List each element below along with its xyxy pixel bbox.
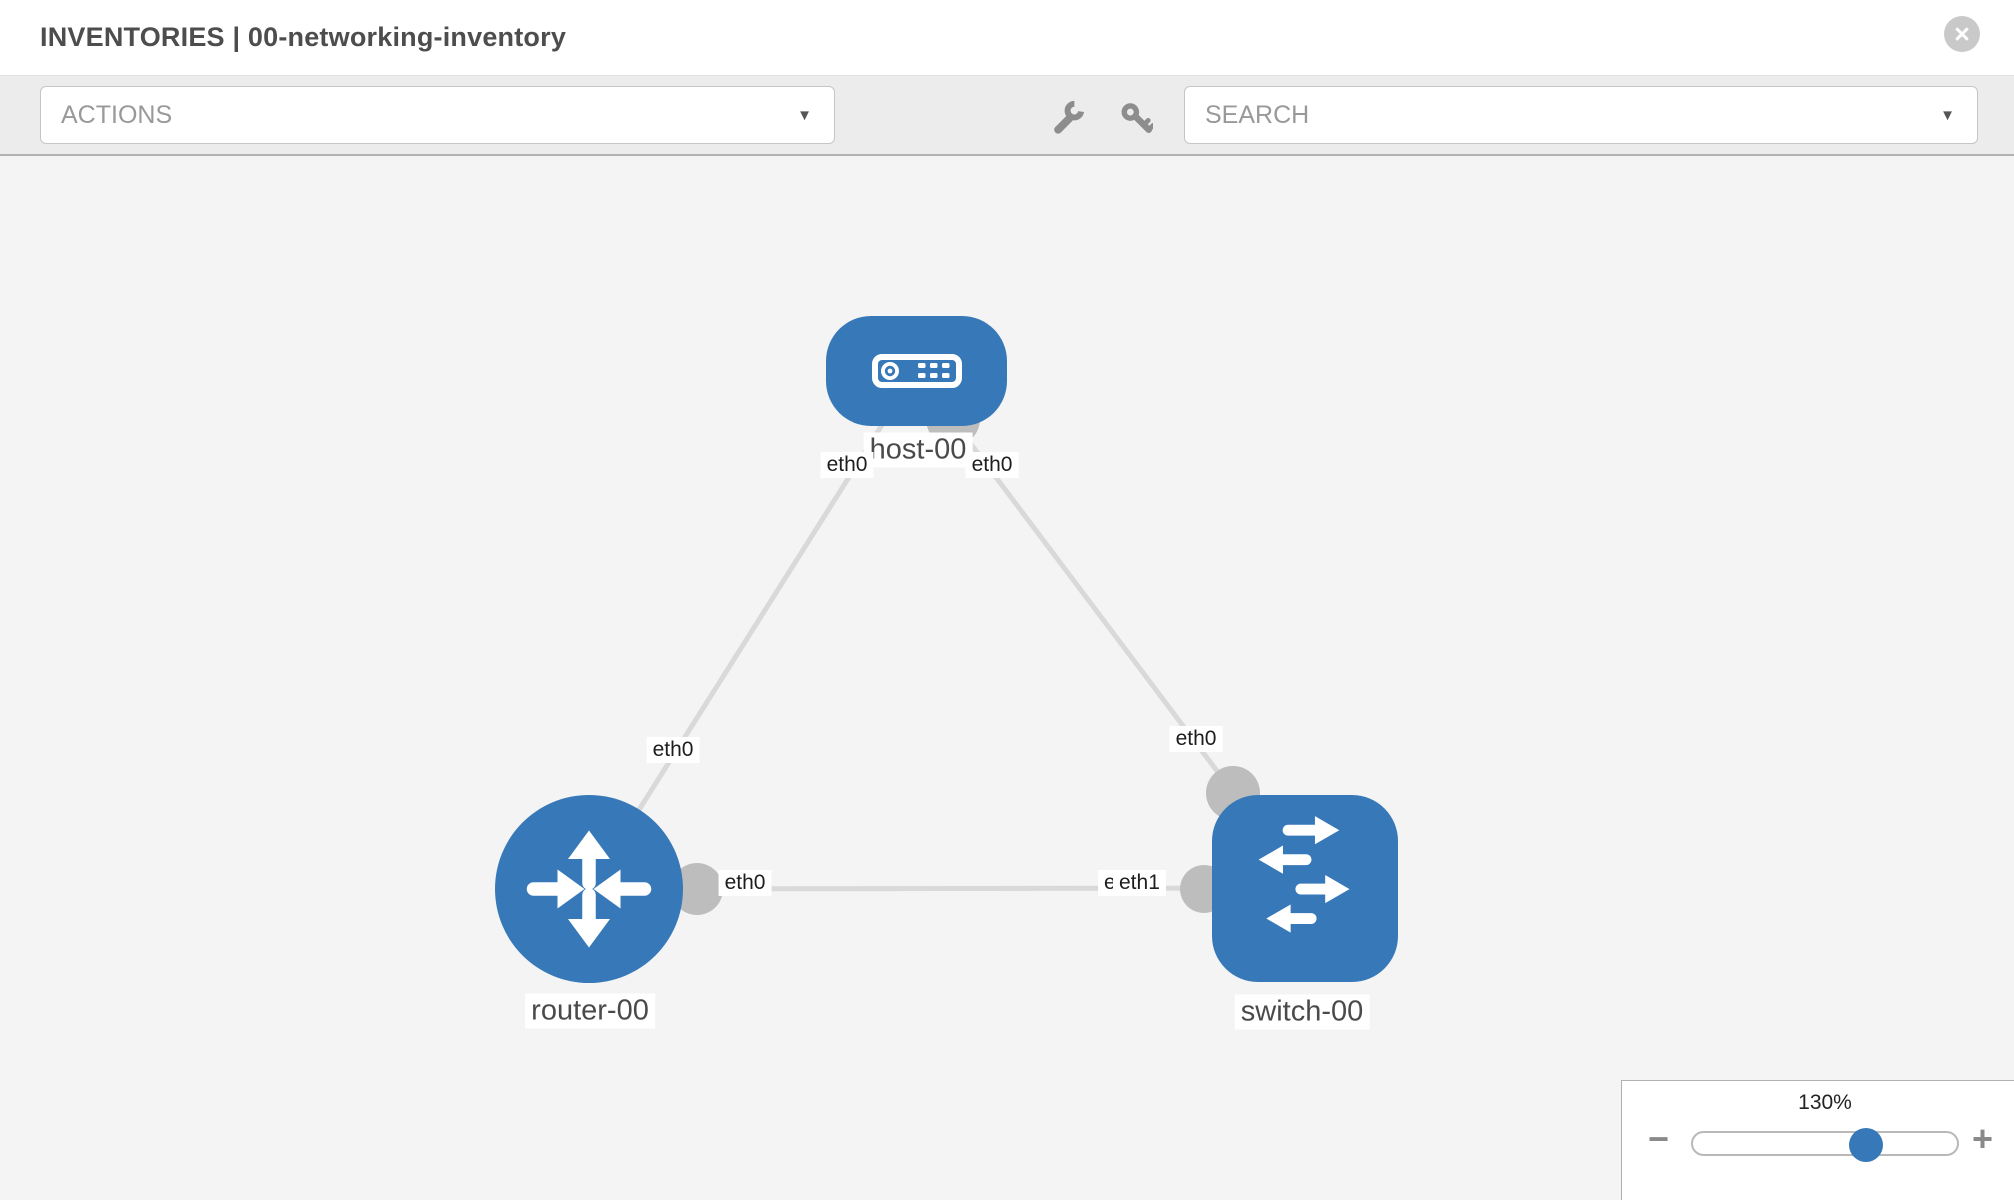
zoom-out-button[interactable]: −: [1648, 1118, 1670, 1159]
zoom-control-panel: 130% − +: [1621, 1080, 2014, 1200]
zoom-slider-track[interactable]: [1691, 1128, 1959, 1162]
wrench-icon: [1054, 100, 1085, 134]
node-switch[interactable]: [1212, 795, 1398, 982]
node-host[interactable]: [826, 316, 1007, 426]
chevron-down-icon: ▼: [1940, 106, 1955, 124]
actions-dropdown[interactable]: ACTIONS ▼: [40, 86, 835, 144]
topology-graph: [495, 316, 1398, 983]
topology-canvas[interactable]: host-00 router-00 switch-00 eth0 eth0 et…: [0, 156, 2014, 1200]
node-label-switch: switch-00: [1234, 994, 1370, 1030]
zoom-slider-thumb[interactable]: [1849, 1128, 1883, 1162]
interface-router-eth0[interactable]: [671, 863, 723, 915]
page-title: INVENTORIES | 00-networking-inventory: [40, 22, 567, 52]
search-dropdown[interactable]: ▼: [1184, 86, 1978, 144]
header: INVENTORIES | 00-networking-inventory ×: [0, 0, 2014, 76]
interface-label-host-eth0-left: eth0: [820, 452, 874, 478]
node-label-router: router-00: [525, 993, 655, 1029]
zoom-in-button[interactable]: +: [1972, 1118, 1994, 1159]
node-router[interactable]: [495, 795, 683, 983]
chevron-down-icon: ▼: [797, 106, 812, 124]
configure-button[interactable]: [1046, 98, 1090, 136]
close-icon: ×: [1954, 18, 1970, 49]
actions-dropdown-label: ACTIONS: [61, 100, 173, 129]
interface-label-router-eth0-right: eth0: [718, 870, 772, 896]
host-icon: [872, 354, 962, 388]
interface-label-router-eth0-top: eth0: [646, 737, 700, 763]
interface-label-host-eth0-right: eth0: [965, 452, 1019, 478]
search-input[interactable]: [1205, 100, 1941, 130]
credentials-button[interactable]: [1114, 98, 1158, 136]
interface-label-switch-eth1-front: eth1: [1113, 870, 1166, 896]
toolbar: ACTIONS ▼ ▼: [0, 76, 2014, 156]
interface-label-switch-eth0-top: eth0: [1169, 726, 1223, 752]
close-button[interactable]: ×: [1944, 16, 1980, 52]
switch-icon: [1258, 816, 1350, 933]
zoom-level: 130%: [1798, 1091, 1852, 1114]
router-icon: [526, 830, 652, 948]
key-icon: [1121, 103, 1153, 134]
node-label-host: host-00: [863, 432, 973, 468]
